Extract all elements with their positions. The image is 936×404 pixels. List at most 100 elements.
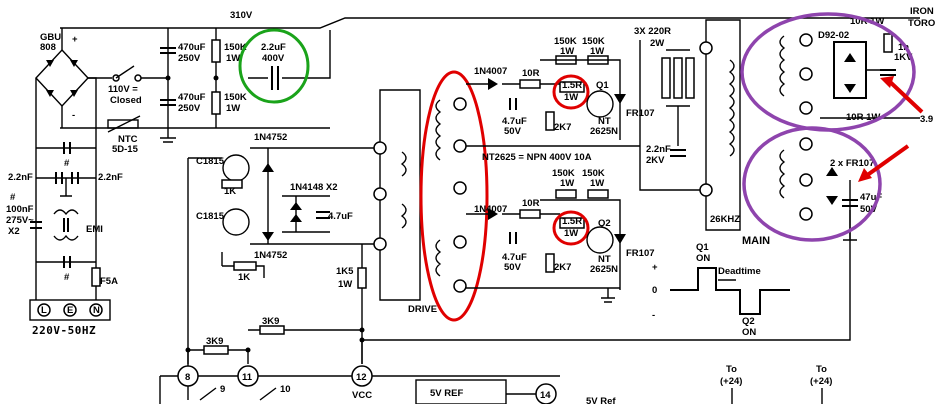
ic-pin-12 bbox=[351, 365, 373, 387]
fuse-label: F5A bbox=[100, 276, 118, 287]
main-core-frame bbox=[705, 19, 741, 231]
main-transformer-section: 3X 220R 2W 2.2nF 2KV 26KHZ MAIN D92-02 1… bbox=[360, 6, 935, 341]
r2k7a-label: 2K7 bbox=[554, 122, 571, 133]
c47c-voltage: 50V bbox=[860, 204, 878, 215]
highlight-red-resistor-1r5-b bbox=[552, 210, 590, 246]
main-secondary-pin bbox=[799, 101, 813, 115]
capacitor-4u7-a bbox=[509, 98, 517, 110]
drive-secondary-pin bbox=[453, 235, 467, 249]
wire bbox=[35, 77, 97, 300]
fr107x2-label: 2 x FR107 bbox=[830, 158, 874, 169]
d4007a-label: 1N4007 bbox=[474, 66, 507, 77]
r15b-label: 1.5R bbox=[562, 216, 582, 227]
cap1-voltage: 250V bbox=[178, 53, 201, 64]
junction-node bbox=[185, 347, 191, 353]
ntc-arrow bbox=[107, 115, 141, 133]
wire bbox=[250, 147, 376, 245]
fuse bbox=[91, 267, 101, 287]
y-capacitors bbox=[55, 172, 79, 184]
highlight-red-resistor-1r5-a bbox=[552, 74, 590, 110]
c47a-label: 4.7uF bbox=[502, 116, 527, 127]
red-arrowhead bbox=[880, 76, 894, 88]
drive-secondary-pin bbox=[453, 139, 467, 153]
resistor-220r-b bbox=[673, 57, 683, 99]
resistor-150k-f bbox=[587, 189, 609, 199]
c47c-label: 47uF bbox=[860, 192, 882, 203]
main-secondary-pin bbox=[799, 207, 813, 221]
d4007b-label: 1N4007 bbox=[474, 204, 507, 215]
nt-a2-label: 2625N bbox=[590, 126, 618, 137]
capacitor-470uf-b bbox=[160, 99, 176, 106]
transistor-c1815-b bbox=[222, 208, 250, 236]
output-transistors bbox=[199, 387, 277, 401]
wire bbox=[540, 199, 621, 290]
hash1-label: # bbox=[64, 158, 70, 169]
drive-transformer: DRIVE bbox=[373, 70, 489, 322]
r150c-label: 150K bbox=[554, 36, 577, 47]
resistor-1r5-b bbox=[559, 217, 585, 229]
hash2-label: # bbox=[10, 192, 16, 203]
r150f-watt: 1W bbox=[590, 178, 604, 189]
resistor-1k bbox=[221, 179, 243, 189]
ground-symbol bbox=[60, 178, 72, 197]
input-filter: # 2.2nF 2.2nF # 100nF 275V~ X2 EMI # F5A… bbox=[6, 77, 123, 337]
pin14-label: 14 bbox=[540, 390, 551, 401]
q2on-label: Q2 bbox=[742, 316, 755, 327]
bridge-diodes bbox=[46, 60, 78, 97]
red-arrow-aux bbox=[864, 144, 910, 178]
ic-pin-11 bbox=[237, 365, 259, 387]
diode-fr107-b bbox=[614, 234, 626, 244]
switch-state: Closed bbox=[110, 95, 142, 106]
fr107b-label: FR107 bbox=[626, 248, 655, 259]
ntc-value: 5D-15 bbox=[112, 144, 139, 155]
r3x-watt: 2W bbox=[650, 38, 664, 49]
junction-node bbox=[359, 337, 365, 343]
control-section: 3K9 3K9 8 11 12 14 VCC 9 10 5V REF 5V Re… bbox=[159, 316, 832, 404]
junction-node bbox=[245, 347, 251, 353]
transformer-frame bbox=[379, 89, 421, 301]
highlight-purple-aux bbox=[742, 126, 882, 242]
resistor-220r-a bbox=[661, 57, 671, 99]
r10a-label: 10R bbox=[522, 68, 540, 79]
c22nf-voltage: 2KV bbox=[646, 155, 665, 166]
wire bbox=[222, 265, 265, 278]
transistor-q1 bbox=[586, 90, 614, 118]
r3k9b-label: 3K9 bbox=[262, 316, 279, 327]
aux-supply-wire bbox=[360, 180, 851, 341]
r1kb-label: 1K bbox=[238, 272, 250, 283]
cbig-voltage: 400V bbox=[262, 53, 285, 64]
r1ka-label: 1K bbox=[224, 186, 236, 197]
minus-mark: - bbox=[72, 110, 75, 121]
red-arrow-output bbox=[886, 78, 924, 114]
r150a-watt: 1W bbox=[226, 53, 240, 64]
pin11-label: 11 bbox=[242, 372, 253, 383]
on2-label: ON bbox=[742, 327, 756, 338]
khz-label: 26KHZ bbox=[710, 214, 740, 225]
main-primary-pin bbox=[699, 183, 713, 197]
ground-symbol bbox=[160, 128, 176, 143]
ntc-label: NTC bbox=[118, 134, 138, 145]
capacitor-hash1 bbox=[63, 142, 71, 154]
d92-label: D92-02 bbox=[818, 30, 849, 41]
bridge-rectifier bbox=[35, 48, 89, 108]
x-capacitor bbox=[30, 221, 42, 229]
plus-axis-label: + bbox=[652, 262, 658, 273]
vcc-label: VCC bbox=[352, 390, 372, 401]
drive-pin bbox=[373, 187, 387, 201]
drive-secondary-pin bbox=[453, 279, 467, 293]
drive-secondary-pin bbox=[453, 181, 467, 195]
r1k5-watt: 1W bbox=[338, 279, 352, 290]
drive-pin bbox=[373, 237, 387, 251]
switch-contact bbox=[134, 74, 142, 82]
ground-symbol bbox=[601, 288, 615, 303]
junction-node bbox=[213, 75, 219, 81]
main-secondary-pin bbox=[799, 173, 813, 187]
to2-label: To bbox=[816, 364, 827, 375]
v39-label: 3.9 bbox=[920, 114, 933, 125]
diode-1n4007-a bbox=[488, 78, 498, 90]
capacitor-hash3 bbox=[63, 256, 71, 268]
x2-label: X2 bbox=[8, 226, 20, 237]
transistor-c1815-a bbox=[222, 154, 250, 182]
x275-label: 275V~ bbox=[6, 215, 34, 226]
to2v-label: (+24) bbox=[810, 376, 832, 387]
